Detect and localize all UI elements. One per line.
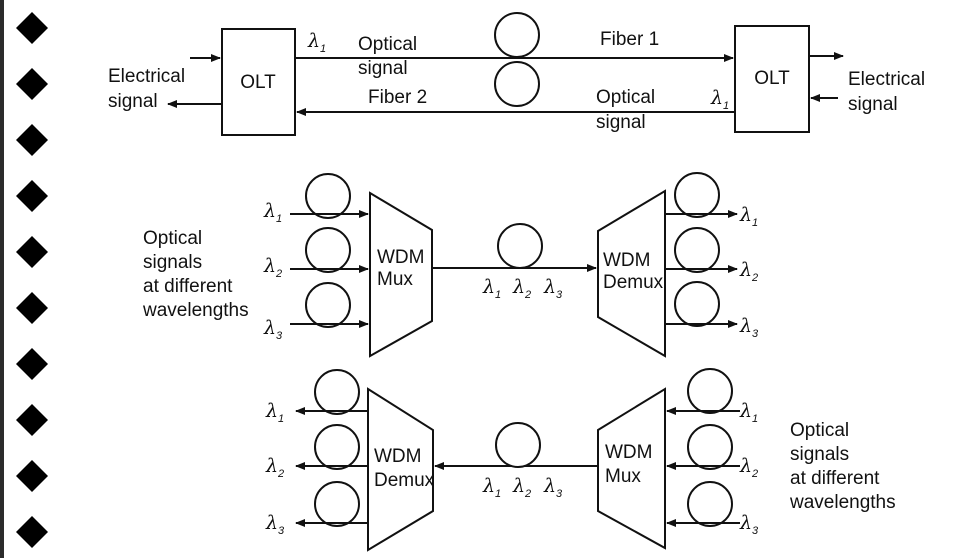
lambda-label: λ1 [307,30,326,55]
lambda-label: λ3 [739,315,759,340]
fiber-coil [315,370,359,414]
lambda-label: λ2 [512,276,531,301]
fiber-coil [306,283,350,327]
fiber-coil [675,282,719,326]
fiber-coil [306,228,350,272]
lambda-label: λ1 [739,204,758,229]
lambda-label: λ2 [512,475,531,500]
fiber-coil [495,62,539,106]
optical-signals-caption: Optical signals at different wavelengths [142,228,249,321]
fiber-coil [495,13,539,57]
lambda-label: λ2 [739,259,758,284]
electrical-signal-left: Electrical signal [108,66,190,112]
fiber-coil [496,423,540,467]
optical-signal-bottom: Optical signal [596,87,660,133]
wdm-mux-to-demux-section: WDM Mux WDM Demux λ1 λ2 λ3 λ1 λ2 λ3 [142,173,759,356]
lambda-label: λ1 [482,475,501,500]
fiber-1-label: Fiber 1 [600,29,659,50]
fiber-coil [498,224,542,268]
lambda-label: λ3 [543,276,563,301]
wdm-demux-label: WDM Demux [603,250,664,293]
wdm-demux-from-mux-section: WDM Demux WDM Mux λ1 λ2 λ3 λ1 λ2 λ3 [265,369,896,550]
fiber-coil [688,482,732,526]
fiber-coil [675,228,719,272]
fiber-coil [315,425,359,469]
optical-signal-top: Optical signal [358,34,422,79]
lambda-label: λ3 [263,317,283,342]
lambda-label: λ2 [263,255,282,280]
fiber-coil [688,425,732,469]
electrical-signal-right: Electrical signal [848,69,930,115]
olt-right-label: OLT [754,68,790,89]
olt-left-label: OLT [240,72,276,93]
olt-link-section: OLT OLT Electrical signal Electrical sig… [108,13,930,135]
optical-signals-caption: Optical signals at different wavelengths [789,420,896,513]
lambda-label: λ1 [263,200,282,225]
lambda-label: λ1 [482,276,501,301]
lambda-label: λ1 [710,87,729,112]
fiber-coil [675,173,719,217]
fiber-coil [306,174,350,218]
lambda-label: λ2 [739,455,758,480]
fiber-2-label: Fiber 2 [368,87,427,108]
lambda-label: λ3 [265,512,285,537]
lambda-label: λ3 [739,512,759,537]
ornamental-border [2,0,48,558]
lambda-label: λ1 [739,400,758,425]
lambda-label: λ2 [265,455,284,480]
lambda-label: λ3 [543,475,563,500]
fiber-coil [315,482,359,526]
fiber-coil [688,369,732,413]
lambda-label: λ1 [265,400,284,425]
